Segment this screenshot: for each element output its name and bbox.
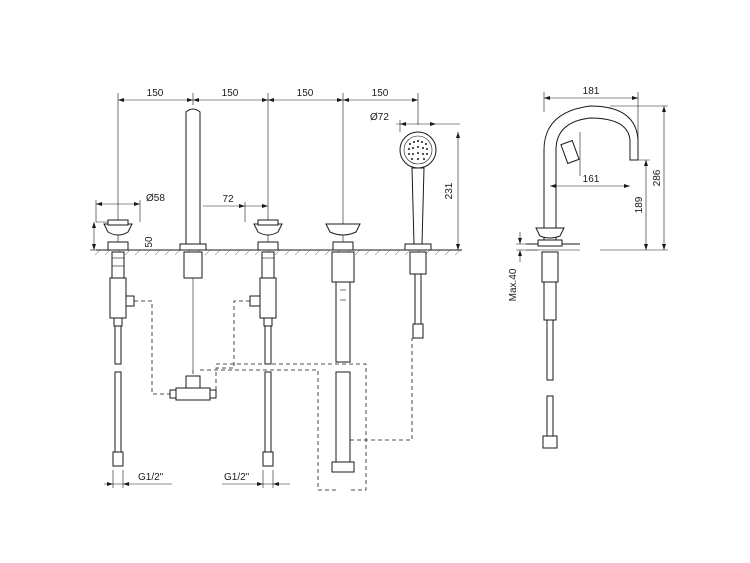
left-valve xyxy=(103,219,135,467)
side-spout xyxy=(535,105,639,449)
front-view: 150 150 150 150 Ø58 50 72 xyxy=(90,88,462,491)
right-valve xyxy=(249,219,283,467)
handle-offset-label: 72 xyxy=(222,194,234,205)
shower-diameter-dimension: Ø72 xyxy=(370,112,460,132)
handle-diameter-label: Ø58 xyxy=(146,193,165,204)
spacing-label-2: 150 xyxy=(222,88,239,99)
thread-label-middle: G1/2" xyxy=(224,472,250,483)
hand-shower xyxy=(399,131,437,339)
shower-height-dimension: 231 xyxy=(432,132,462,251)
shower-height-label: 231 xyxy=(444,182,455,199)
thread-dimensions: G1/2" G1/2" xyxy=(104,470,290,488)
spacing-label-1: 150 xyxy=(147,88,164,99)
height-dimensions: 286 189 xyxy=(600,105,668,251)
reach-dimension: 181 xyxy=(543,86,639,140)
deck-thickness-dimension: Max.40 xyxy=(508,232,538,301)
outlet-height-label: 189 xyxy=(634,196,645,213)
thread-label-left: G1/2" xyxy=(138,472,164,483)
spacing-label-3: 150 xyxy=(297,88,314,99)
diverter xyxy=(325,223,361,473)
reach-label: 181 xyxy=(583,86,600,97)
total-height-label: 286 xyxy=(652,169,663,186)
spout xyxy=(179,108,207,370)
mixing-connector xyxy=(169,375,217,401)
handle-offset-dimension: 72 xyxy=(203,194,268,222)
deck-surface xyxy=(94,249,462,256)
shower-diameter-label: Ø72 xyxy=(370,112,389,123)
inner-reach-dimension: 161 xyxy=(550,174,630,188)
dashed-connections xyxy=(134,300,413,491)
handle-height-label: 50 xyxy=(144,236,155,248)
deck-thickness-label: Max.40 xyxy=(508,268,519,301)
handle-diameter-dimension: Ø58 xyxy=(95,193,165,222)
spacing-label-4: 150 xyxy=(372,88,389,99)
inner-reach-label: 161 xyxy=(583,174,600,185)
side-view: 181 161 286 189 Max.40 xyxy=(508,86,668,449)
